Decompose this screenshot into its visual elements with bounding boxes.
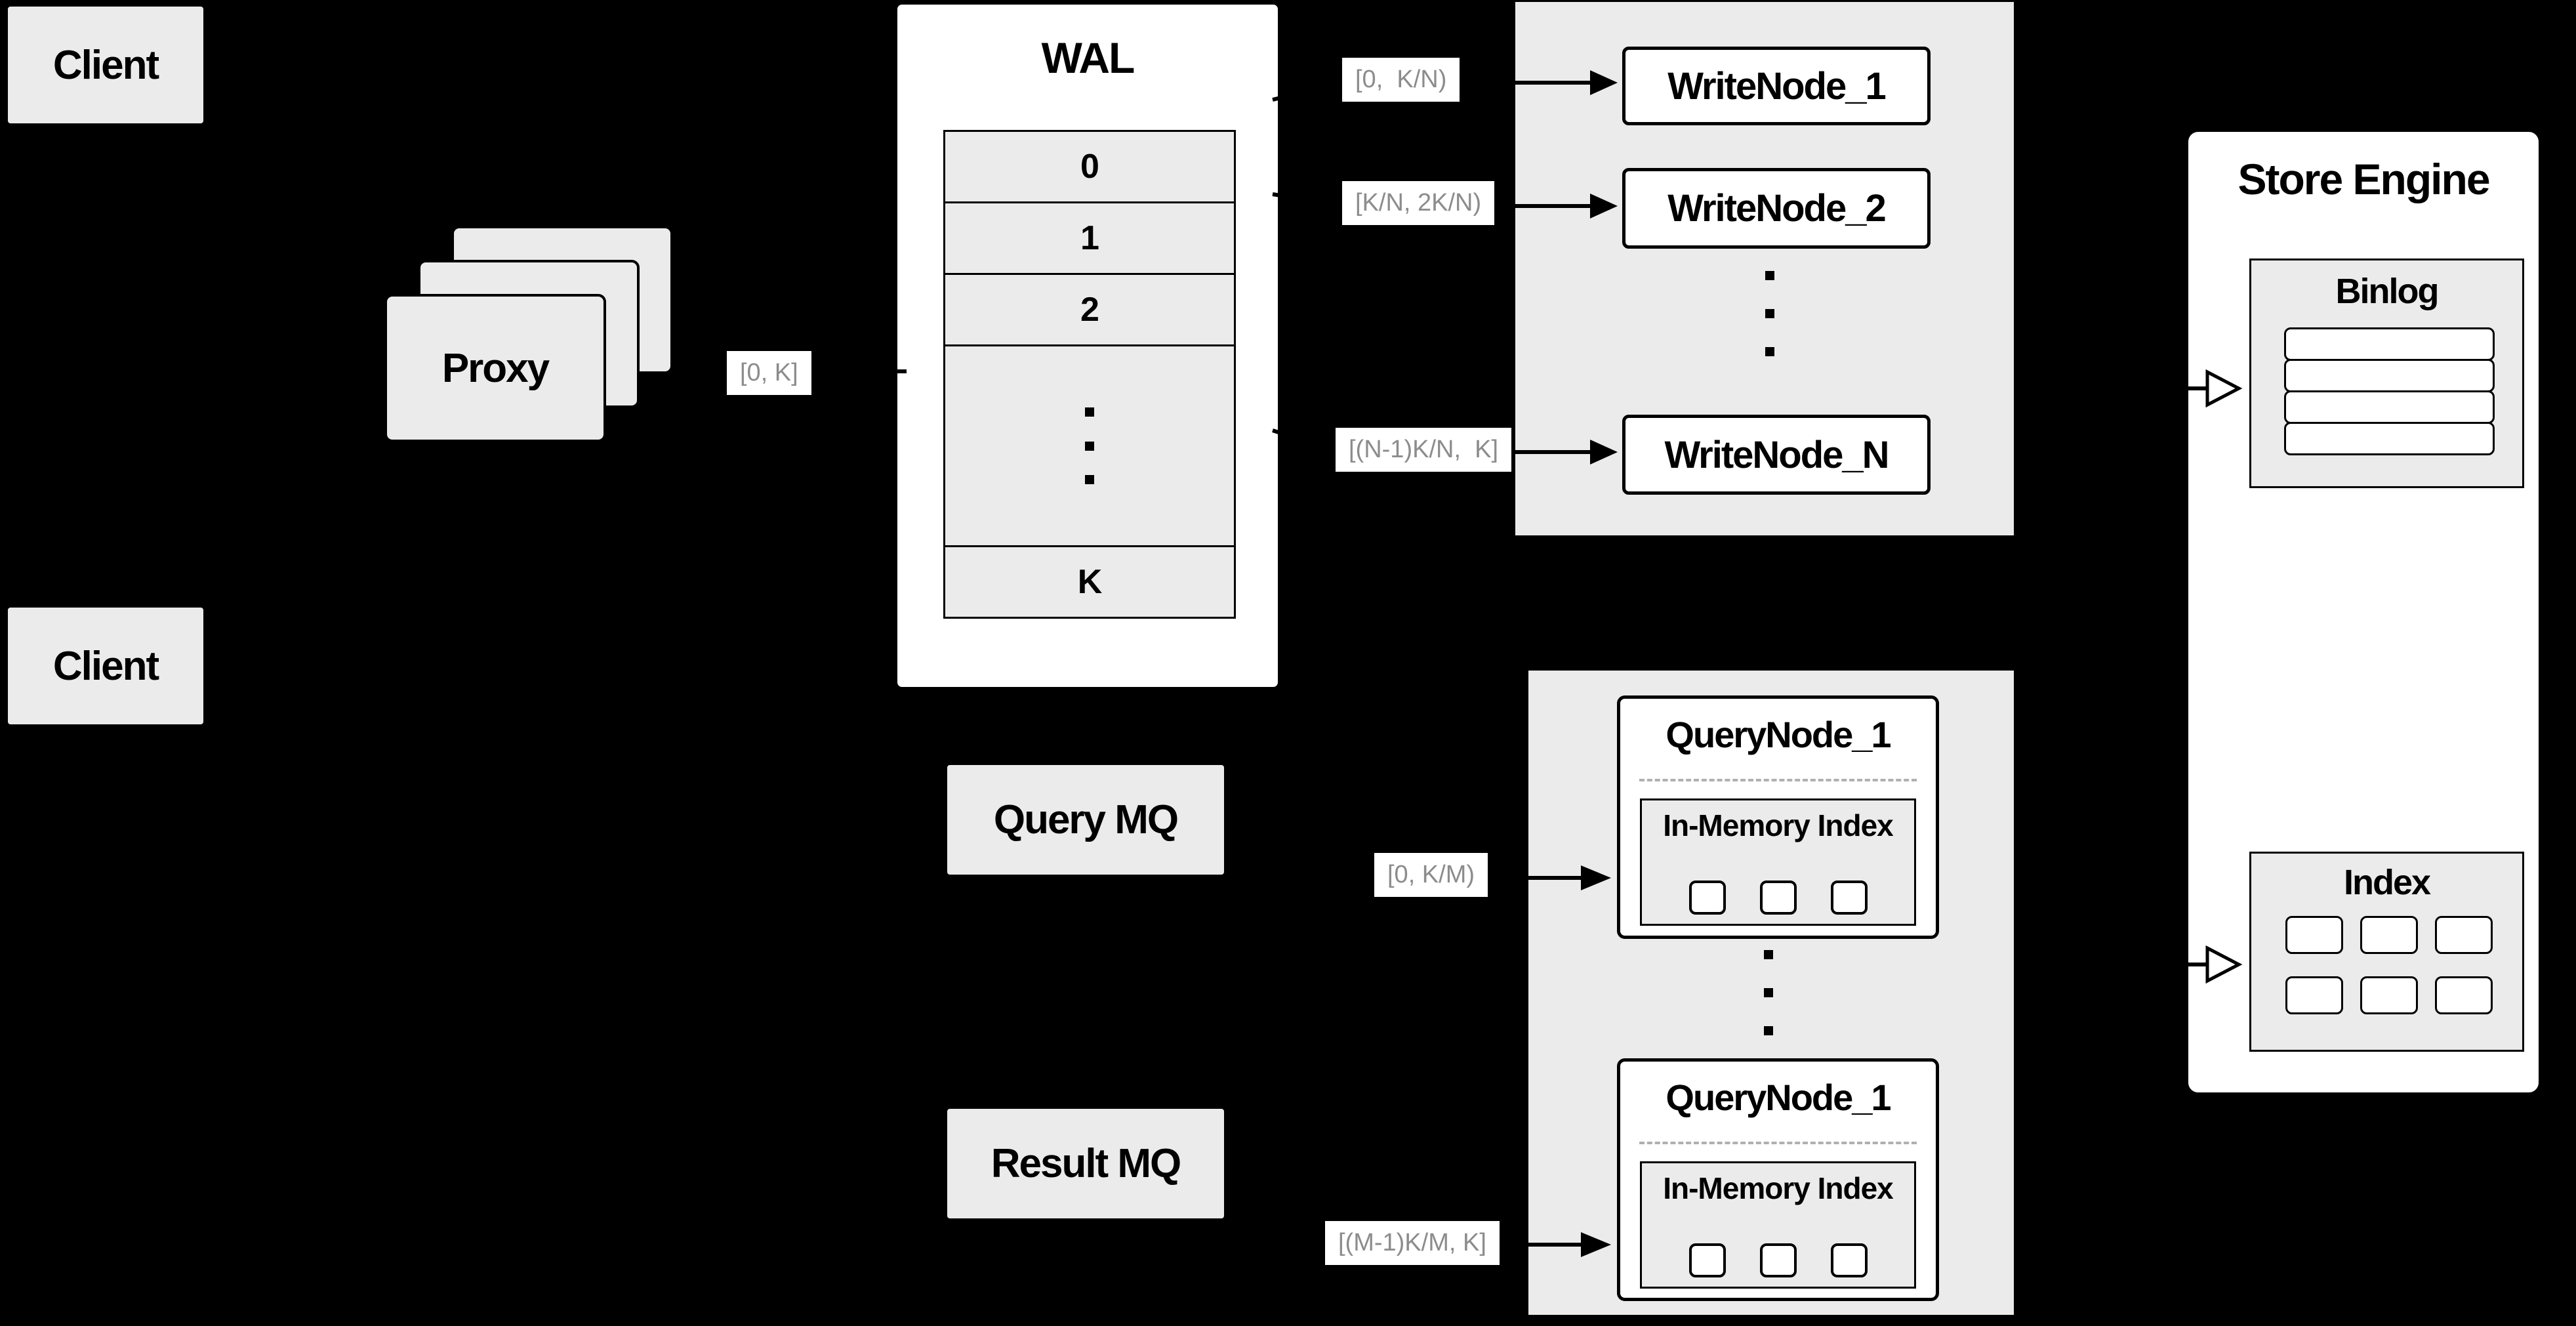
write-node-group: WriteNode_1 WriteNode_2 WriteNode_N [1513, 0, 2016, 537]
segment-cell [1759, 881, 1797, 915]
wal-row: 1 [943, 201, 1236, 275]
client-box-bottom: Client [5, 605, 206, 727]
query-mq-box: Query MQ [945, 762, 1227, 877]
in-memory-index: In-Memory Index [1640, 1161, 1916, 1289]
index-cell [2360, 916, 2418, 954]
wal-row: 0 [943, 130, 1236, 203]
write-node-ellipsis [1765, 271, 1774, 356]
arrow-wal-to-range-3 [1272, 428, 1335, 452]
query-node-title: QueryNode_1 [1666, 713, 1891, 755]
result-mq-box: Result MQ [945, 1106, 1227, 1221]
range-label-query-1: [0, K/M) [1374, 853, 1488, 897]
wal-container: WAL 0 1 2 K [895, 3, 1280, 689]
index-cell [2434, 976, 2493, 1014]
segment-cell [1759, 1243, 1797, 1277]
write-node-2: WriteNode_2 [1622, 168, 1931, 249]
client-box-top: Client [5, 4, 206, 126]
query-node-title: QueryNode_1 [1666, 1076, 1891, 1118]
store-engine-title: Store Engine [2238, 155, 2490, 203]
binlog-row [2284, 359, 2495, 392]
in-memory-segments [1642, 881, 1914, 915]
binlog-rows [2284, 327, 2495, 455]
dashed-separator [1639, 779, 1917, 781]
query-node-2: QueryNode_1 In-Memory Index [1617, 1058, 1939, 1301]
index-cell [2285, 976, 2343, 1014]
ellipsis-dot [1765, 347, 1774, 356]
ellipsis-dot [1085, 407, 1094, 417]
in-memory-index-title: In-Memory Index [1663, 808, 1894, 842]
ellipsis-dot [1765, 309, 1774, 318]
wal-ellipsis-row [943, 344, 1236, 547]
segment-cell [1830, 1243, 1868, 1277]
ellipsis-dot [1765, 271, 1774, 280]
range-label-query-2: [(M-1)K/M, K] [1325, 1221, 1500, 1265]
wal-row: K [943, 545, 1236, 619]
segment-cell [1688, 881, 1726, 915]
index-cell [2360, 976, 2418, 1014]
wal-table: 0 1 2 K [943, 130, 1236, 619]
range-label-write-1: [0, K/N) [1342, 58, 1460, 102]
write-node-1: WriteNode_1 [1622, 47, 1931, 125]
dashed-separator [1639, 1142, 1917, 1144]
query-node-ellipsis [1764, 950, 1773, 1035]
index-box: Index [2249, 852, 2524, 1052]
ellipsis-dot [1764, 1026, 1773, 1035]
wal-row: 2 [943, 273, 1236, 346]
query-node-group: QueryNode_1 In-Memory Index QueryNode_1 … [1526, 669, 2016, 1317]
range-label-write-n: [(N-1)K/N, K] [1336, 428, 1512, 472]
query-node-1: QueryNode_1 In-Memory Index [1617, 695, 1939, 939]
wal-title: WAL [1041, 33, 1135, 82]
in-memory-segments [1642, 1243, 1914, 1277]
segment-cell [1688, 1243, 1726, 1277]
range-label-proxy: [0, K] [727, 351, 811, 395]
binlog-row [2284, 327, 2495, 361]
arrow-wal-to-range-2 [1272, 192, 1339, 207]
ellipsis-dot [1085, 475, 1094, 485]
arrow-wal-to-range-1 [1272, 81, 1339, 102]
binlog-box: Binlog [2249, 259, 2524, 488]
proxy-box: Proxy [384, 294, 606, 442]
ellipsis-dot [1764, 950, 1773, 959]
binlog-row [2284, 422, 2495, 455]
binlog-row [2284, 390, 2495, 424]
ellipsis-dot [1085, 441, 1094, 451]
segment-cell [1830, 881, 1868, 915]
binlog-title: Binlog [2335, 272, 2440, 311]
index-cells [2281, 916, 2497, 1014]
ellipsis-dot [1764, 988, 1773, 997]
range-label-write-2: [K/N, 2K/N) [1342, 181, 1495, 225]
in-memory-index-title: In-Memory Index [1663, 1171, 1894, 1205]
index-title: Index [2343, 863, 2431, 902]
write-node-n: WriteNode_N [1622, 415, 1931, 495]
index-cell [2285, 916, 2343, 954]
store-engine: Store Engine Binlog Index [2186, 130, 2541, 1094]
index-cell [2434, 916, 2493, 954]
in-memory-index: In-Memory Index [1640, 798, 1916, 926]
